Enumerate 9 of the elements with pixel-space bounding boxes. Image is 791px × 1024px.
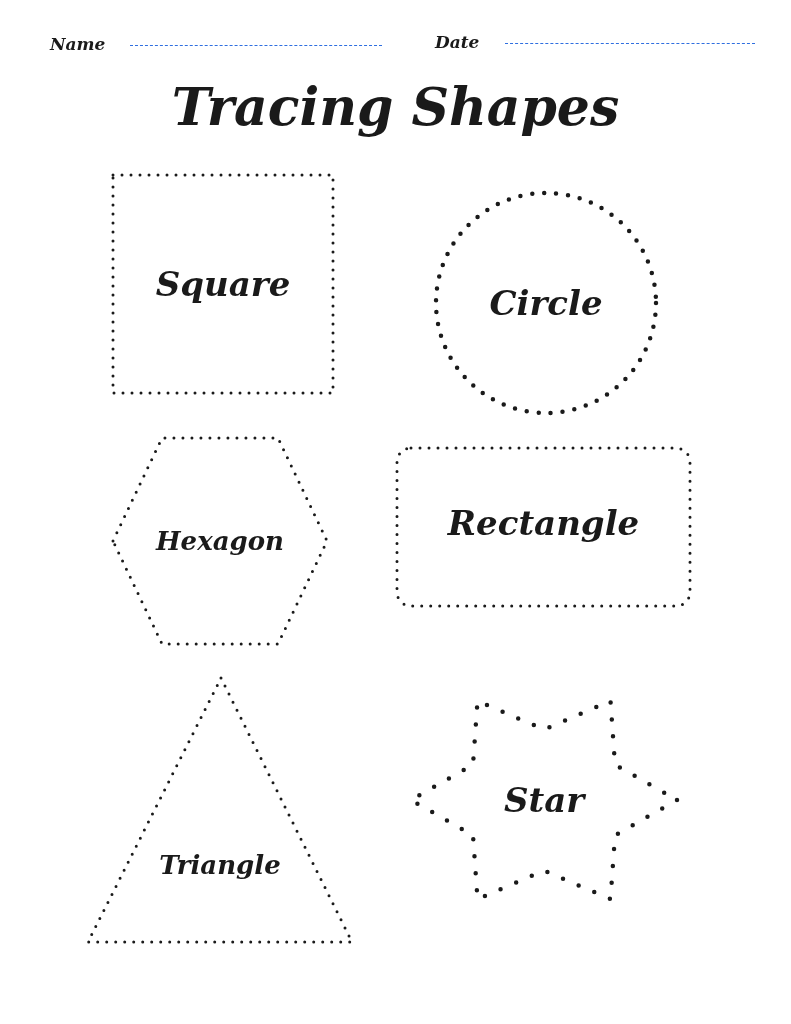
title: Tracing Shapes — [170, 76, 621, 137]
shape-name: Rectangle — [447, 503, 640, 543]
shape-name: Star — [503, 780, 585, 820]
shape-name: Hexagon — [156, 526, 284, 556]
field-label: Date — [435, 32, 480, 52]
shape-name: Square — [155, 264, 291, 304]
shape-name: Triangle — [159, 850, 281, 880]
shape-name: Circle — [489, 283, 603, 323]
field-label: Name — [50, 34, 106, 54]
